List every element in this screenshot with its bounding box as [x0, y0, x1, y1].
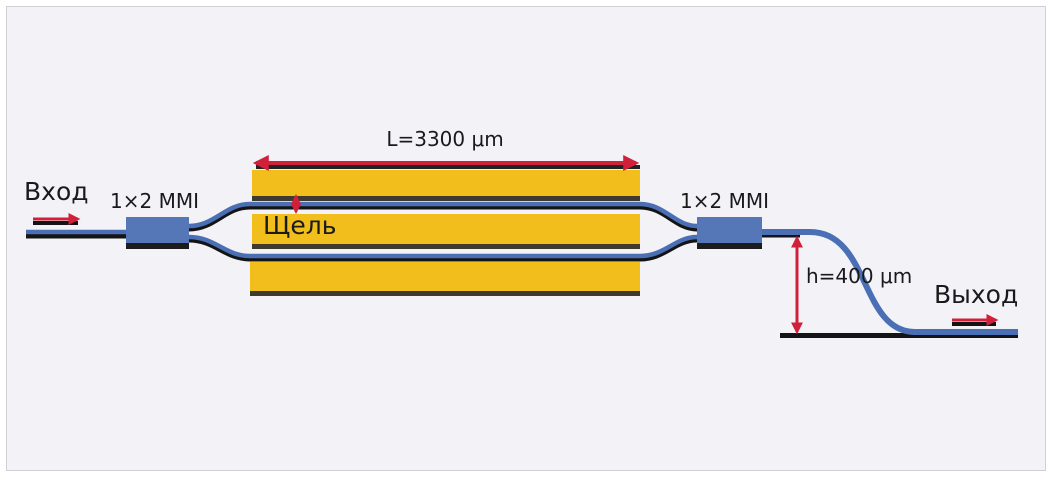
output-arrow	[952, 314, 999, 326]
length-arrow	[252, 155, 640, 171]
height-label: h=400 μm	[806, 264, 912, 288]
input-arrow	[33, 213, 81, 225]
mmi-right	[697, 217, 762, 249]
output-label: Выход	[934, 280, 1018, 309]
mmi-left-label: 1×2 MMI	[110, 189, 199, 213]
mmi-left	[126, 217, 189, 249]
mmi-right-label: 1×2 MMI	[680, 189, 769, 213]
input-label: Вход	[24, 177, 89, 206]
output-baseline	[780, 333, 1018, 338]
electrode-middle	[252, 214, 640, 249]
electrode-bottom	[250, 262, 640, 296]
electrode-top	[252, 170, 640, 201]
gap-label: Щель	[263, 211, 336, 240]
waveguides	[26, 201, 1018, 335]
length-label: L=3300 μm	[386, 127, 503, 151]
